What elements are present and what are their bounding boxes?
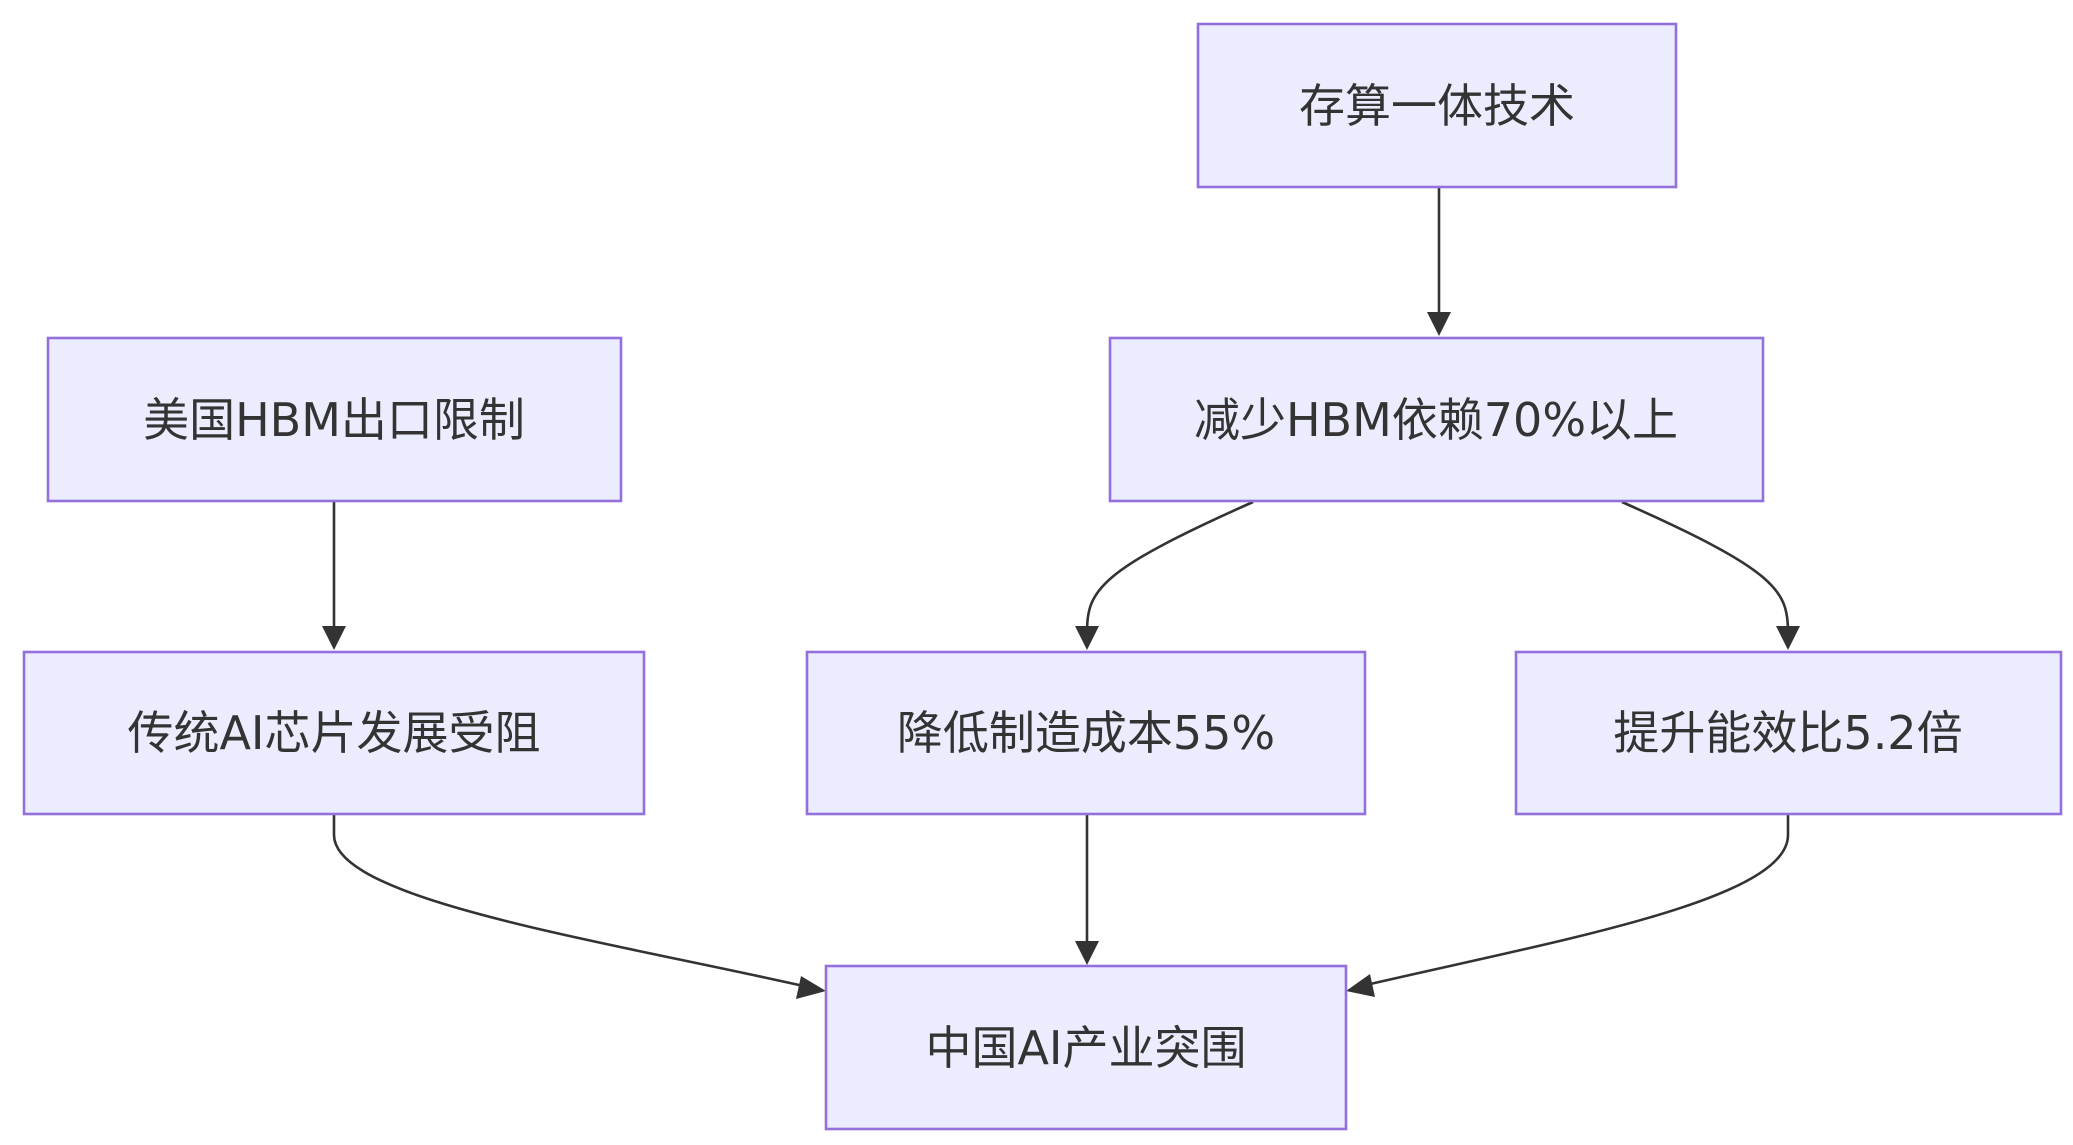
edge-reduce-to-efficiency xyxy=(1621,500,1790,633)
arrowhead-restrict-to-blocked xyxy=(322,626,346,650)
edge-efficiency-to-breakthrough xyxy=(1365,815,1790,987)
node-breakthrough: 中国AI产业突围 xyxy=(824,964,1348,1131)
edge-reduce-to-cost xyxy=(1085,500,1254,633)
arrowhead-cost-to-breakthrough xyxy=(1075,941,1099,965)
node-cost: 降低制造成本55% xyxy=(805,650,1367,816)
node-efficiency-box xyxy=(1514,650,2063,816)
node-blocked: 传统AI芯片发展受阻 xyxy=(22,650,646,816)
node-efficiency: 提升能效比5.2倍 xyxy=(1514,650,2063,816)
node-reduce-label: 减少HBM依赖70%以上 xyxy=(1194,393,1678,447)
edge-blocked-to-breakthrough xyxy=(332,815,809,989)
node-reduce-box xyxy=(1108,336,1765,503)
node-efficiency-label: 提升能效比5.2倍 xyxy=(1613,706,1962,760)
node-tech-box xyxy=(1196,22,1678,189)
node-restrict-box xyxy=(46,336,623,503)
node-blocked-box xyxy=(22,650,646,816)
node-restrict-label: 美国HBM出口限制 xyxy=(143,393,525,447)
node-restrict: 美国HBM出口限制 xyxy=(46,336,623,503)
node-tech: 存算一体技术 xyxy=(1196,22,1678,189)
node-breakthrough-box xyxy=(824,964,1348,1131)
edges xyxy=(322,188,1800,999)
node-cost-label: 降低制造成本55% xyxy=(897,706,1275,760)
arrowhead-blocked-to-breakthrough xyxy=(796,976,826,999)
node-breakthrough-label: 中国AI产业突围 xyxy=(925,1021,1246,1075)
arrowhead-reduce-to-cost xyxy=(1075,626,1099,650)
arrowhead-efficiency-to-breakthrough xyxy=(1346,974,1375,997)
arrowhead-reduce-to-efficiency xyxy=(1776,626,1800,650)
arrowhead-tech-to-reduce xyxy=(1427,312,1451,336)
node-cost-box xyxy=(805,650,1367,816)
node-tech-label: 存算一体技术 xyxy=(1299,79,1575,133)
node-reduce: 减少HBM依赖70%以上 xyxy=(1108,336,1765,503)
node-blocked-label: 传统AI芯片发展受阻 xyxy=(127,706,540,760)
